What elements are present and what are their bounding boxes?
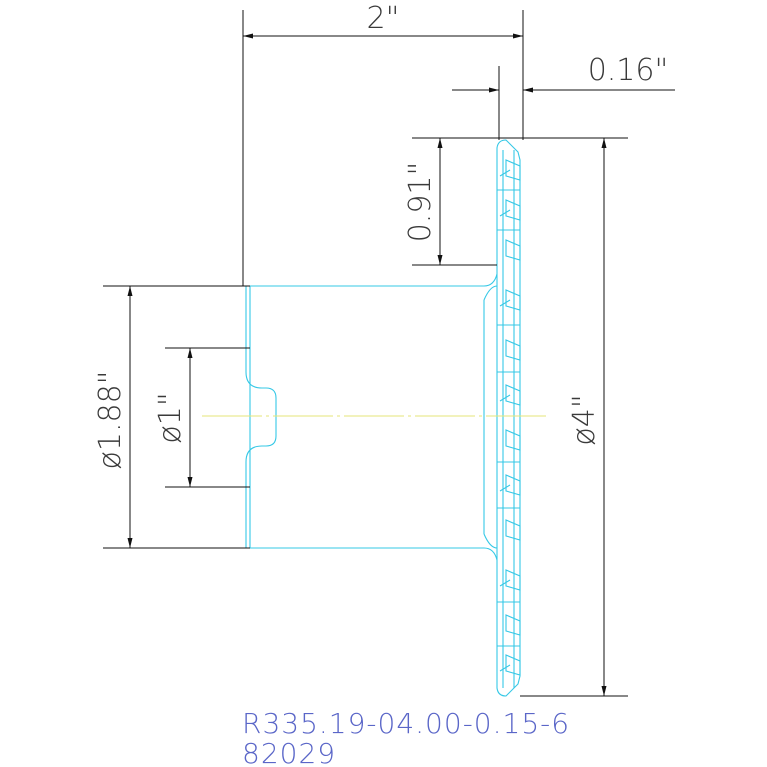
dim-bore-diameter xyxy=(165,347,250,488)
dim-cutter-diameter xyxy=(520,138,628,697)
part-number: 82029 xyxy=(242,737,336,767)
dim-cutting-depth-label: 0.91" xyxy=(403,162,438,243)
dim-overall-length xyxy=(242,10,524,286)
dim-bore-diameter-label: ø1" xyxy=(153,392,188,443)
insert-teeth xyxy=(497,159,521,676)
cutter-geometry xyxy=(245,139,521,697)
dim-cutter-diameter-label: ø4" xyxy=(567,394,602,445)
dim-cutting-depth xyxy=(412,137,628,266)
part-code: R335.19-04.00-0.15-6 xyxy=(242,707,570,740)
dim-hub-diameter-label: ø1.88" xyxy=(93,371,128,470)
dim-insert-width xyxy=(452,66,675,140)
dim-insert-width-label: 0.16" xyxy=(588,53,669,88)
dim-overall-length-label: 2" xyxy=(367,1,400,36)
dim-hub-diameter xyxy=(103,285,250,549)
